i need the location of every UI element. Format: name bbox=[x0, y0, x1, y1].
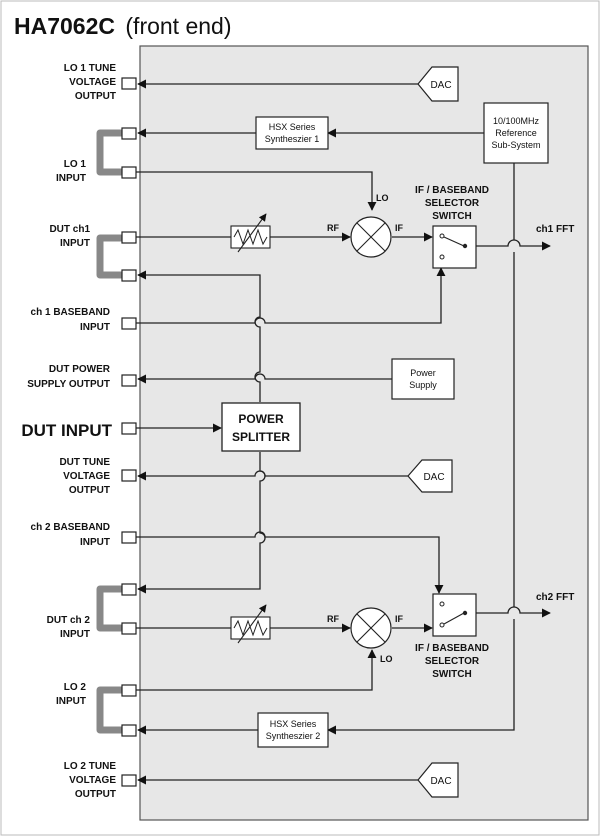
lo-label-ch1: LO bbox=[376, 193, 389, 203]
synth1-label-1: HSX Series bbox=[269, 122, 316, 132]
lo1-loop-cable bbox=[96, 129, 122, 176]
dut-ch1-label-1: DUT ch1 bbox=[49, 224, 90, 235]
synth1-label-2: Syntheszier 1 bbox=[265, 134, 320, 144]
lo2-loop-cable bbox=[96, 686, 122, 734]
power-supply-wire bbox=[137, 373, 392, 384]
power-supply-label-2: Supply bbox=[409, 380, 437, 390]
dut-tune-port bbox=[121, 469, 137, 482]
switch2-label-2: SELECTOR bbox=[425, 656, 480, 667]
ref-label-1: 10/100MHz bbox=[493, 116, 540, 126]
dac-lo1-label: DAC bbox=[430, 80, 451, 91]
lo2-tune-label-3: OUTPUT bbox=[75, 789, 116, 800]
if-label-ch2: IF bbox=[395, 614, 404, 624]
ch2-split-port bbox=[121, 583, 137, 596]
lo1-input-label-2: INPUT bbox=[56, 173, 86, 184]
synthesizer-1-block bbox=[255, 116, 329, 150]
ch1-fft-label: ch1 FFT bbox=[536, 224, 574, 235]
dut-power-label-1: DUT POWER bbox=[49, 364, 111, 375]
selector-switch-ch1 bbox=[432, 225, 477, 269]
lo1-input-label-1: LO 1 bbox=[64, 159, 87, 170]
rf-label-ch2: RF bbox=[327, 614, 339, 624]
lo1-out-port bbox=[121, 127, 137, 140]
synth2-label-1: HSX Series bbox=[270, 719, 317, 729]
dut-power-label-2: SUPPLY OUTPUT bbox=[27, 379, 110, 390]
ch2-fft-label: ch2 FFT bbox=[536, 592, 574, 603]
lo1-to-mixer1-wire bbox=[136, 171, 377, 211]
mixer-ch1 bbox=[350, 216, 392, 258]
switch2-label-1: IF / BASEBAND bbox=[415, 643, 489, 654]
dut-input-label: DUT INPUT bbox=[21, 421, 112, 440]
lo2-input-label-2: INPUT bbox=[56, 696, 86, 707]
if-label-ch1: IF bbox=[395, 223, 404, 233]
dut-ch1-label-2: INPUT bbox=[60, 238, 90, 249]
dut-ch2-label-1: DUT ch 2 bbox=[47, 615, 91, 626]
dut-tune-label-1: DUT TUNE bbox=[59, 457, 110, 468]
ch2-baseband-wire bbox=[136, 531, 444, 594]
lo2-tune-port bbox=[121, 774, 137, 787]
ref-label-2: Reference bbox=[495, 128, 537, 138]
ch2-loop-cable bbox=[96, 585, 122, 632]
ch2-baseband-label-2: INPUT bbox=[80, 537, 110, 548]
title-model: HA7062C bbox=[14, 13, 115, 39]
dac-dut-label: DAC bbox=[423, 472, 444, 483]
attenuator-ch2 bbox=[230, 604, 271, 644]
switch1-label-3: SWITCH bbox=[432, 211, 471, 222]
lo1-input-port bbox=[121, 166, 137, 179]
lo2-to-mixer2-wire bbox=[136, 649, 377, 691]
mixer-ch2 bbox=[350, 607, 392, 649]
title-subtitle: (front end) bbox=[125, 13, 231, 39]
lo1-tune-label-2: VOLTAGE bbox=[69, 77, 116, 88]
reference-subsystem-block bbox=[483, 102, 549, 164]
splitter-to-ch2-wire bbox=[137, 452, 266, 594]
page-title: HA7062C (front end) bbox=[14, 13, 232, 39]
dut-power-port bbox=[121, 374, 137, 387]
dac-lo2-label: DAC bbox=[430, 776, 451, 787]
ref-to-synth2-wire bbox=[328, 163, 515, 730]
dac-lo2 bbox=[417, 762, 459, 798]
splitter-to-ch1-wire bbox=[137, 270, 261, 402]
attenuator-ch1 bbox=[230, 213, 271, 253]
splitter-label-2: SPLITTER bbox=[232, 430, 290, 444]
lo1-tune-port bbox=[121, 77, 137, 90]
dac-lo1 bbox=[417, 66, 459, 102]
ch2-baseband-port bbox=[121, 531, 137, 544]
lo-label-ch2: LO bbox=[380, 654, 393, 664]
power-supply-label-1: Power bbox=[410, 368, 436, 378]
dac-dut bbox=[407, 459, 453, 493]
lo2-tune-label-1: LO 2 TUNE bbox=[64, 761, 117, 772]
dut-ch1-port bbox=[121, 231, 137, 244]
lo2-out-port bbox=[121, 724, 137, 737]
dut-ch2-label-2: INPUT bbox=[60, 629, 90, 640]
lo1-tune-label-3: OUTPUT bbox=[75, 91, 116, 102]
power-splitter-block bbox=[221, 402, 301, 452]
ch1-loop-cable bbox=[96, 234, 122, 279]
dut-ch2-port bbox=[121, 622, 137, 635]
ref-label-3: Sub-System bbox=[491, 140, 540, 150]
synth2-label-2: Syntheszier 2 bbox=[266, 731, 321, 741]
ch1-split-port bbox=[121, 269, 137, 282]
splitter-label-1: POWER bbox=[238, 412, 284, 426]
selector-switch-ch2 bbox=[432, 593, 477, 637]
switch1-label-2: SELECTOR bbox=[425, 198, 480, 209]
lo2-input-port bbox=[121, 684, 137, 697]
lo2-input-label-1: LO 2 bbox=[64, 682, 87, 693]
dut-input-port bbox=[121, 422, 137, 435]
ch1-baseband-label-2: INPUT bbox=[80, 322, 110, 333]
switch1-label-1: IF / BASEBAND bbox=[415, 185, 489, 196]
lo1-tune-label-1: LO 1 TUNE bbox=[64, 63, 117, 74]
ch1-baseband-port bbox=[121, 317, 137, 330]
ch1-baseband-label-1: ch 1 BASEBAND bbox=[31, 307, 110, 318]
synthesizer-2-block bbox=[257, 712, 329, 748]
lo2-tune-label-2: VOLTAGE bbox=[69, 775, 116, 786]
rf-label-ch1: RF bbox=[327, 223, 339, 233]
module-panel bbox=[139, 45, 589, 821]
power-supply-block bbox=[391, 358, 455, 400]
dut-tune-label-2: VOLTAGE bbox=[63, 471, 110, 482]
switch2-label-3: SWITCH bbox=[432, 669, 471, 680]
ch2-baseband-label-1: ch 2 BASEBAND bbox=[31, 522, 110, 533]
dut-tune-label-3: OUTPUT bbox=[69, 485, 110, 496]
ch1-baseband-wire bbox=[136, 267, 446, 324]
